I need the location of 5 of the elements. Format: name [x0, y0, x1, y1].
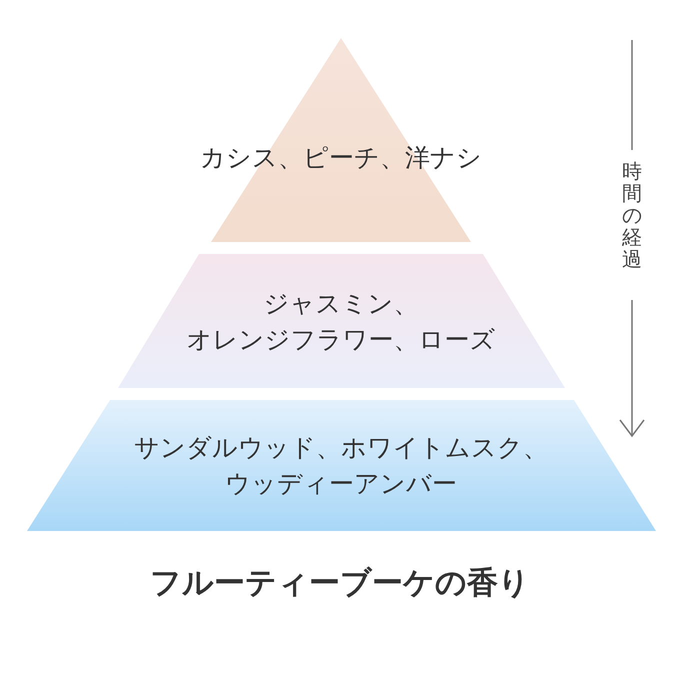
diagram-title: フルーティーブーケの香り	[149, 564, 531, 603]
tier-text: ジャスミン、オレンジフラワー、ローズ	[186, 288, 496, 356]
tier-text: サンダルウッド、ホワイトムスク、ウッディーアンバー	[133, 432, 549, 500]
tier-text: カシス、ピーチ、洋ナシ	[199, 142, 483, 174]
axis-label: 時間の経過	[622, 160, 642, 270]
